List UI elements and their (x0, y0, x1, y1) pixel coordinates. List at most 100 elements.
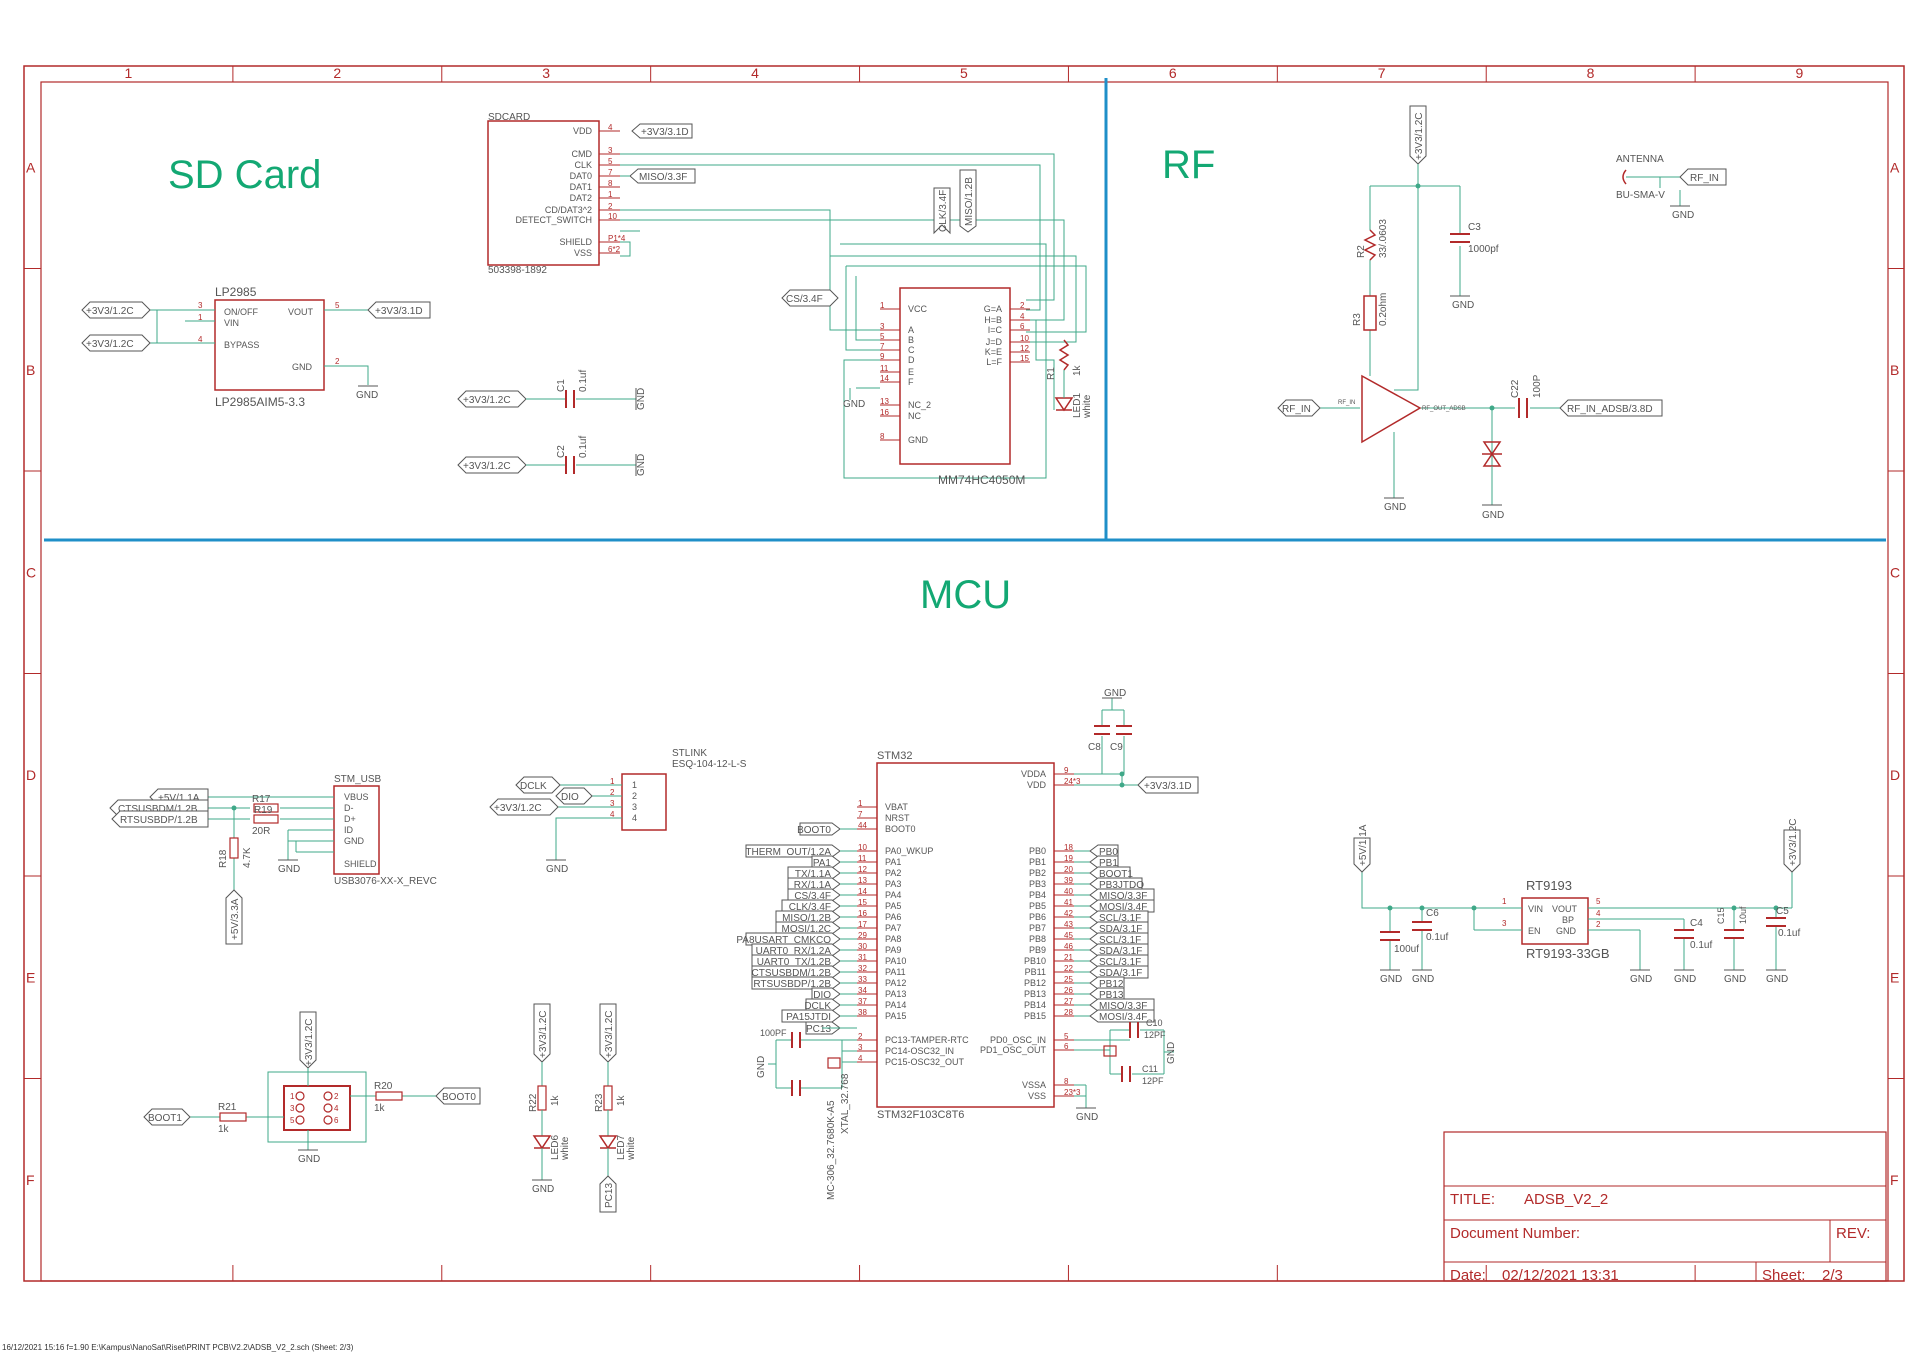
mcu-pin-name: VDD (1027, 780, 1047, 790)
mcu-net-label (1089, 844, 1119, 858)
boot0-net: BOOT0 (442, 1092, 476, 1103)
mcu-net-label (799, 822, 841, 836)
sd-bus-wires (620, 153, 1087, 479)
level-shifter-pin-num: 15 (1020, 354, 1029, 363)
level-shifter-pin-name: I=C (988, 325, 1003, 335)
boot-switch-pin: 1 (290, 1092, 295, 1101)
lp2985-pin-bypass: BYPASS (224, 340, 259, 350)
mcu-pin-name: PB4 (1029, 890, 1046, 900)
mcu-pin-name: PA7 (885, 923, 901, 933)
mcu-pin-name: PA0_WKUP (885, 846, 933, 856)
mcu-pin-num: 17 (858, 920, 867, 929)
crystal-part: MC-306_32.7680K-A5 (826, 1100, 837, 1200)
mcu-net-text: RTSUSBDP/1.2B (753, 979, 831, 990)
usb-pin-name: GND (344, 836, 365, 846)
r19-ref: R19 (254, 805, 273, 816)
mcu-top-gnd: GND (1104, 688, 1126, 699)
c22-ref: C22 (1510, 379, 1521, 398)
mcu-pin-num: 46 (1064, 942, 1073, 951)
c-100uf-value: 100uf (1394, 944, 1419, 955)
c3-ref: C3 (1468, 222, 1481, 233)
stlink-pin-num: 1 (610, 777, 615, 786)
level-shifter-pin-num: 6 (1020, 322, 1025, 331)
title-value: ADSB_V2_2 (1524, 1191, 1608, 1208)
sdcard-pin-name: CMD (572, 149, 593, 159)
rt9193-in-net: +5V/1.1A (1358, 824, 1369, 866)
level-shifter-pin-name: G=A (984, 304, 1002, 314)
frame-row-label: D (26, 767, 36, 783)
tvs-gnd: GND (1482, 510, 1504, 521)
c11-ref: C11 (1142, 1064, 1158, 1074)
mcu-pin-num: 18 (1064, 843, 1073, 852)
mcu-net-text: PB13 (1099, 990, 1124, 1001)
mcu-net-text: MOSI/1.2C (782, 924, 831, 935)
amp-out-label: RF_OUT_ADSB (1422, 406, 1466, 412)
mcu-net-label (751, 965, 841, 979)
level-shifter-part: MM74HC4050M (938, 473, 1025, 487)
level-shifter-pin-num: 5 (880, 332, 885, 341)
stm32-mcu: STM32 STM32F103C8T6 VBAT1NRST7BOOT044PA0… (736, 688, 1199, 1200)
led7-value: white (626, 1136, 637, 1161)
mcu-net-text: UART0_TX/1.2B (757, 957, 832, 968)
stlink-part: ESQ-104-12-L-S (672, 759, 747, 770)
frame-row-label: D (1890, 767, 1900, 783)
stlink-net-dclk: DCLK (520, 781, 547, 792)
mcu-pin-name: PB15 (1024, 1011, 1046, 1021)
frame-row-label: E (26, 969, 35, 985)
mcu-pin-name: PA13 (885, 989, 906, 999)
level-shifter-pin-num: 3 (880, 322, 885, 331)
mcu-pin-name: VDDA (1021, 769, 1046, 779)
boot-switch-pin: 2 (334, 1092, 339, 1101)
mcu-pin-num: 29 (858, 931, 867, 940)
mcu-pin-name: PA8 (885, 934, 901, 944)
mcu-net-label (781, 1009, 841, 1023)
mcu-pin-num: 3 (858, 1043, 863, 1052)
sdcard-pin-num: 3 (608, 146, 613, 155)
frame-col-label: 3 (542, 65, 550, 81)
rt9193-pin-gnd: GND (1556, 926, 1577, 936)
lse-gnd: GND (756, 1056, 767, 1078)
c11-value: 12PF (1142, 1076, 1164, 1086)
lp2985-pinnum-2: 2 (335, 357, 340, 366)
usb-connector: STM_USB USB3076-XX-X_REVC VBUSD-D+IDGNDS… (109, 774, 437, 945)
mcu-net-text: SCL/3.1F (1099, 913, 1141, 924)
stlink-pin-num: 4 (610, 810, 615, 819)
rev-label: REV: (1836, 1225, 1870, 1242)
mcu-net-label (775, 921, 841, 935)
mcu-net-label (787, 866, 841, 880)
level-shifter-pin-num: 1 (880, 301, 885, 310)
mcu-pin-num: 41 (1064, 898, 1073, 907)
mcu-net-label (1089, 866, 1131, 880)
usb-pin-name: D- (344, 803, 354, 813)
frame-row-label: A (26, 159, 36, 175)
frame-row-label: F (26, 1172, 35, 1188)
sdcard-pin-name: CD/DAT3^2 (545, 205, 592, 215)
mcu-net-text: BOOT1 (1099, 869, 1133, 880)
mcu-pin-name: PB5 (1029, 901, 1046, 911)
frame-col-label: 8 (1587, 65, 1595, 81)
r18-ref: R18 (218, 849, 229, 868)
level-shifter-ic: MM74HC4050M VCC1A3B5C7D9E11F14NC_213NC16… (781, 169, 1093, 487)
mcu-pin-name: PA12 (885, 978, 906, 988)
mcu-net-text: UART0_RX/1.2A (756, 946, 832, 957)
rt9193-pin-bp: BP (1562, 915, 1574, 925)
frame-row-label: F (1890, 1172, 1899, 1188)
sdcard-pin-name: DETECT_SWITCH (516, 215, 593, 225)
usb-net-dp: RTSUSBDP/1.2B (120, 815, 198, 826)
mcu-pin-num: 43 (1064, 920, 1073, 929)
mcu-pin-num: 32 (858, 964, 867, 973)
mcu-pin-num: 22 (1064, 964, 1073, 973)
mcu-pin-name: PB11 (1025, 967, 1046, 977)
usb-pin-name: D+ (344, 814, 356, 824)
lp2985-pin-gnd: GND (292, 362, 313, 372)
mcu-pin-num: 21 (1064, 953, 1073, 962)
amp-gnd: GND (1384, 502, 1406, 513)
title-block: TITLE: ADSB_V2_2 Document Number: REV: D… (1443, 1131, 1887, 1284)
stlink-pin-label: 1 (632, 780, 637, 790)
mcu-pin-name: PB2 (1029, 868, 1046, 878)
mcu-pin-name: PB13 (1024, 989, 1046, 999)
level-shifter-net-miso: MISO/1.2B (964, 177, 975, 226)
mcu-net-text: MISO/1.2B (782, 913, 831, 924)
r1-value: 1k (1072, 364, 1083, 376)
mcu-net-label (1089, 998, 1155, 1012)
